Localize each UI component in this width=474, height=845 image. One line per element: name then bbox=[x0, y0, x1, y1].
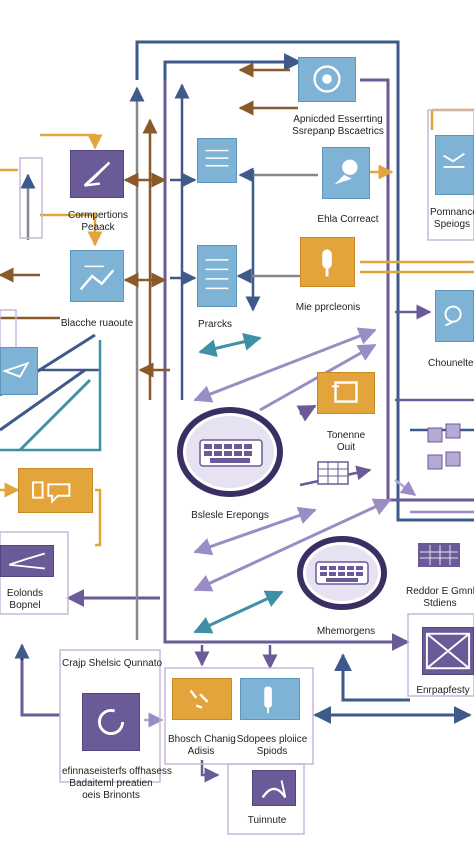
label-reddor: Reddor E GmnlesStdiens bbox=[406, 586, 474, 609]
envelope-icon[interactable] bbox=[0, 545, 54, 577]
label-mie: Mie pprcleonis bbox=[295, 302, 361, 313]
chat-icon[interactable] bbox=[18, 468, 93, 513]
main-frame-lines bbox=[20, 40, 474, 724]
panel-borders bbox=[0, 109, 474, 835]
target-icon bbox=[298, 57, 356, 102]
chat-icon[interactable] bbox=[322, 147, 370, 199]
chat-bubbles-icon[interactable] bbox=[435, 290, 474, 342]
paper-plane-icon[interactable] bbox=[70, 150, 124, 198]
label-bslesle: Bslesle Erepongs bbox=[191, 510, 269, 521]
horizontal-arrows bbox=[0, 62, 474, 728]
label-ehla-correact: Ehla Correact bbox=[317, 214, 379, 225]
cloud-keyboard-node-2 bbox=[297, 536, 387, 610]
chart-icon[interactable] bbox=[252, 770, 296, 806]
label-mhemorgens: Mhemorgens bbox=[316, 626, 376, 637]
document-icon[interactable] bbox=[197, 245, 237, 307]
pen-icon[interactable] bbox=[240, 678, 300, 720]
label-chounelten: Chounelten bbox=[428, 358, 474, 369]
envelope-icon[interactable] bbox=[422, 627, 474, 675]
label-prarcks: Prarcks bbox=[198, 319, 232, 330]
cloud-keyboard-icon bbox=[315, 561, 369, 585]
pen-icon[interactable] bbox=[172, 678, 232, 720]
label-enrpapfesty: Enrpapfesty bbox=[416, 685, 470, 696]
book-icon[interactable] bbox=[435, 135, 474, 195]
refresh-icon[interactable] bbox=[82, 693, 140, 751]
cloud-keyboard-node-1 bbox=[177, 407, 283, 497]
brush-icon[interactable] bbox=[300, 237, 355, 287]
label-crajp: Crajp Shelsic Qunnato bbox=[62, 658, 163, 669]
chart-icon bbox=[418, 543, 460, 567]
document-icon[interactable] bbox=[197, 138, 237, 183]
grid-icon bbox=[317, 461, 349, 485]
image-icon[interactable] bbox=[70, 250, 124, 302]
shapes-icon bbox=[427, 423, 461, 470]
label-tuinnute: Tuinnute bbox=[247, 815, 287, 826]
screen-icon[interactable] bbox=[0, 347, 38, 395]
cloud-keyboard-icon bbox=[199, 439, 263, 467]
label-blacche: Blacche ruaoute bbox=[60, 318, 134, 329]
frame-icon[interactable] bbox=[317, 372, 375, 414]
